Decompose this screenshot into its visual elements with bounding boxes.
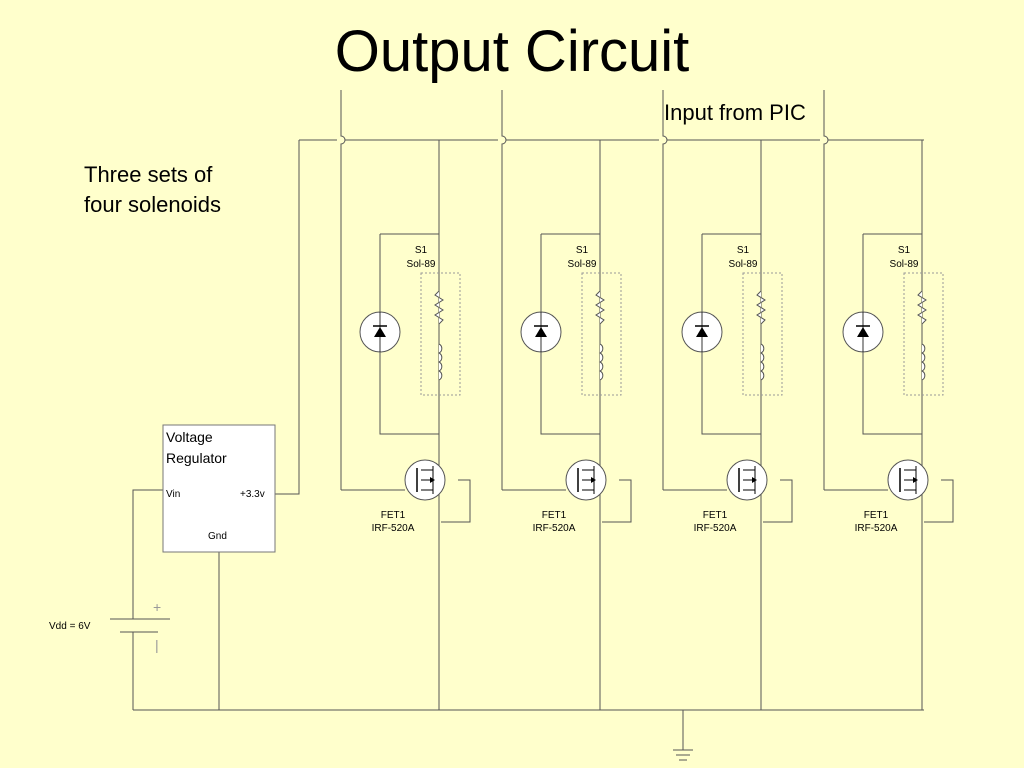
fet-part-label: IRF-520A [372, 523, 415, 534]
mosfet-arrow [913, 477, 918, 483]
gate-loop-wire [924, 479, 954, 523]
solenoid-ref-label: S1 [576, 245, 589, 256]
stage-wiring [663, 140, 762, 710]
regulator-box [162, 424, 276, 553]
solenoid-stages: S1Sol-89FET1IRF-520AS1Sol-89FET1IRF-520A… [341, 140, 954, 710]
ground-symbol [673, 749, 693, 761]
solenoid-ref-label: S1 [737, 245, 750, 256]
solenoid-part-label: Sol-89 [407, 259, 436, 270]
mosfet-channel [904, 466, 917, 494]
resistor-icon [595, 290, 605, 325]
stage-wiring [502, 140, 601, 710]
static-wiring [132, 90, 924, 750]
solenoid-ref-label: S1 [415, 245, 428, 256]
mosfet-arrow [591, 477, 596, 483]
fet-part-label: IRF-520A [694, 523, 737, 534]
solenoid-box [420, 272, 461, 396]
input-from-pic-label: Input from PIC [664, 100, 806, 125]
resistor-icon [434, 290, 444, 325]
inductor-coil-icon [437, 343, 443, 381]
mosfet-channel [582, 466, 595, 494]
pic-input-line-1 [340, 90, 346, 490]
mosfet-channel [743, 466, 756, 494]
gate-loop-wire [602, 479, 632, 523]
solenoid-box [742, 272, 783, 396]
inductor-coil-icon [759, 343, 765, 381]
battery-wire [132, 489, 163, 710]
description-line-2: four solenoids [84, 192, 221, 217]
mosfet-arrow [430, 477, 435, 483]
gate-loop-wire [441, 479, 471, 523]
fet-ref-label: FET1 [381, 510, 406, 521]
fet-part-label: IRF-520A [533, 523, 576, 534]
regulator-title-line-2: Regulator [166, 450, 227, 466]
solenoid-box [903, 272, 944, 396]
description-line-1: Three sets of [84, 162, 213, 187]
stage-wiring [341, 140, 440, 710]
regulator-title-line-1: Voltage [166, 429, 213, 445]
description-text: Three sets of four solenoids [84, 160, 221, 220]
inductor-coil-icon [598, 343, 604, 381]
solenoid-part-label: Sol-89 [568, 259, 597, 270]
inductor-coil-icon [920, 343, 926, 381]
solenoid-part-label: Sol-89 [729, 259, 758, 270]
battery-plus-sign: + [153, 599, 161, 615]
fet-ref-label: FET1 [864, 510, 889, 521]
solenoid-ref-label: S1 [898, 245, 911, 256]
regulator-gnd-label: Gnd [208, 531, 227, 542]
resistor-icon [756, 290, 766, 325]
battery-minus-sign: | [155, 637, 159, 653]
gate-loop-wire [763, 479, 793, 523]
battery-label: Vdd = 6V [49, 621, 91, 632]
battery-symbol [110, 618, 170, 633]
fet-part-label: IRF-520A [855, 523, 898, 534]
pic-input-line-2 [501, 90, 507, 490]
mosfet-arrow [752, 477, 757, 483]
slide-title: Output Circuit [334, 19, 690, 84]
pic-input-line-3 [662, 90, 668, 490]
solenoid-part-label: Sol-89 [890, 259, 919, 270]
regulator-vin-label: Vin [166, 489, 180, 500]
fet-ref-label: FET1 [542, 510, 567, 521]
pic-input-line-4 [823, 90, 829, 490]
regulator-vout-label: +3.3v [240, 489, 265, 500]
mosfet-channel [421, 466, 434, 494]
solenoid-box [581, 272, 622, 396]
fet-ref-label: FET1 [703, 510, 728, 521]
voltage-regulator: Voltage Regulator Vin +3.3v Gnd [162, 424, 276, 553]
stage-wiring [824, 140, 923, 710]
resistor-icon [917, 290, 927, 325]
regulator-output-wire [275, 140, 300, 495]
